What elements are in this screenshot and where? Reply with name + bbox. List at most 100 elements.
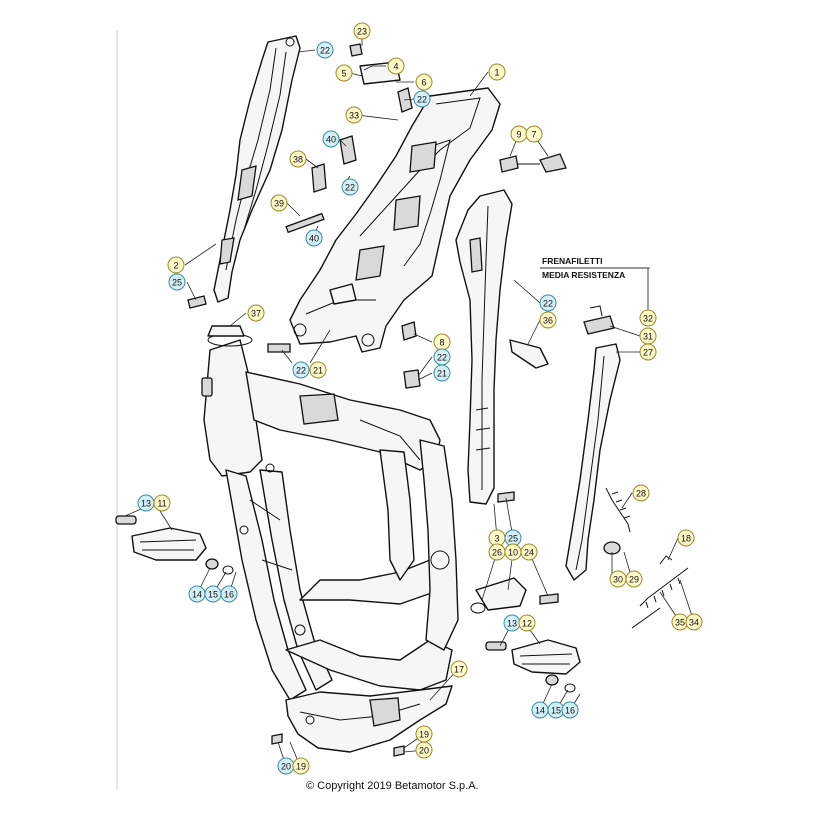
callout-40: 40 [322,130,340,148]
callout-37: 37 [247,304,265,322]
callout-circle [539,311,557,329]
callout-28: 28 [632,484,650,502]
callout-number: 20 [419,746,429,756]
callout-1: 1 [488,63,506,81]
callout-16: 16 [561,701,579,719]
callout-circle [292,757,310,775]
callout-12: 12 [518,614,536,632]
callout-number: 5 [341,69,346,79]
callout-circle [415,73,433,91]
callout-38: 38 [289,150,307,168]
callout-circle [247,304,265,322]
callout-circle [316,41,334,59]
callout-number: 36 [543,316,553,326]
callout-5: 5 [335,64,353,82]
main-frame [201,333,459,701]
callout-22: 22 [539,294,557,312]
callout-22: 22 [413,90,431,108]
callout-number: 16 [565,706,575,716]
callout-circle [167,256,185,274]
callout-number: 19 [419,730,429,740]
callout-circle [415,741,433,759]
callout-9: 9 [510,125,528,143]
callout-number: 38 [293,155,303,165]
callout-22: 22 [316,41,334,59]
callout-15: 15 [204,585,222,603]
callout-circle [450,660,468,678]
callout-circle [525,125,543,143]
callout-number: 11 [157,499,166,509]
callout-circle [270,194,288,212]
rear-subframe [289,87,501,353]
callout-number: 13 [141,499,151,509]
callout-number: 10 [508,548,518,558]
note-line-1: FRENAFILETTI [542,256,602,266]
callout-number: 20 [281,762,291,772]
callout-number: 22 [296,366,306,376]
callout-25: 25 [168,273,186,291]
callout-number: 33 [349,111,359,121]
callout-number: 35 [675,618,685,628]
callout-number: 6 [421,78,426,88]
callout-circle [153,494,171,512]
callout-16: 16 [220,585,238,603]
callout-number: 15 [551,706,561,716]
callout-number: 22 [417,95,427,105]
callout-number: 15 [208,590,218,600]
callout-circle [289,150,307,168]
callout-2: 2 [167,256,185,274]
callout-circle [309,361,327,379]
threadlocker-note: FRENAFILETTI MEDIA RESISTENZA [540,256,650,280]
callout-4: 4 [387,57,405,75]
callout-number: 31 [643,332,653,342]
callout-number: 23 [357,27,367,37]
callout-number: 27 [643,348,653,358]
callout-6: 6 [415,73,433,91]
callout-circle [520,543,538,561]
callout-22: 22 [292,361,310,379]
callout-number: 21 [437,369,447,379]
callout-number: 40 [309,234,319,244]
callout-24: 24 [520,543,538,561]
callout-circle [625,570,643,588]
callout-number: 8 [439,338,444,348]
callout-number: 14 [192,590,202,600]
callout-13: 13 [137,494,155,512]
left-footpeg [115,515,234,575]
callout-number: 17 [454,665,464,675]
callout-number: 34 [689,618,699,628]
callout-number: 1 [494,68,499,78]
callout-number: 25 [508,534,518,544]
callout-number: 14 [535,706,545,716]
note-line-2: MEDIA RESISTENZA [542,270,625,280]
callout-number: 29 [629,575,639,585]
callout-number: 39 [274,199,284,209]
callout-34: 34 [685,613,703,631]
side-stand [565,305,621,581]
callout-number: 22 [320,46,330,56]
callout-40: 40 [305,229,323,247]
callout-circle [335,64,353,82]
callout-33: 33 [345,106,363,124]
callout-number: 7 [531,130,536,140]
callout-circle [305,229,323,247]
callout-number: 18 [681,534,691,544]
callout-25: 25 [504,529,522,547]
callout-27: 27 [639,343,657,361]
callout-39: 39 [270,194,288,212]
right-subframe-rail [455,189,513,505]
callout-number: 30 [613,575,623,585]
callout-22: 22 [341,178,359,196]
callout-17: 17 [450,660,468,678]
callout-20: 20 [277,757,295,775]
springs [603,487,689,629]
callout-14: 14 [531,701,549,719]
callout-23: 23 [353,22,371,40]
callout-number: 9 [516,130,521,140]
callout-14: 14 [188,585,206,603]
callout-number: 12 [522,619,532,629]
callout-31: 31 [639,327,657,345]
callout-number: 22 [345,183,355,193]
